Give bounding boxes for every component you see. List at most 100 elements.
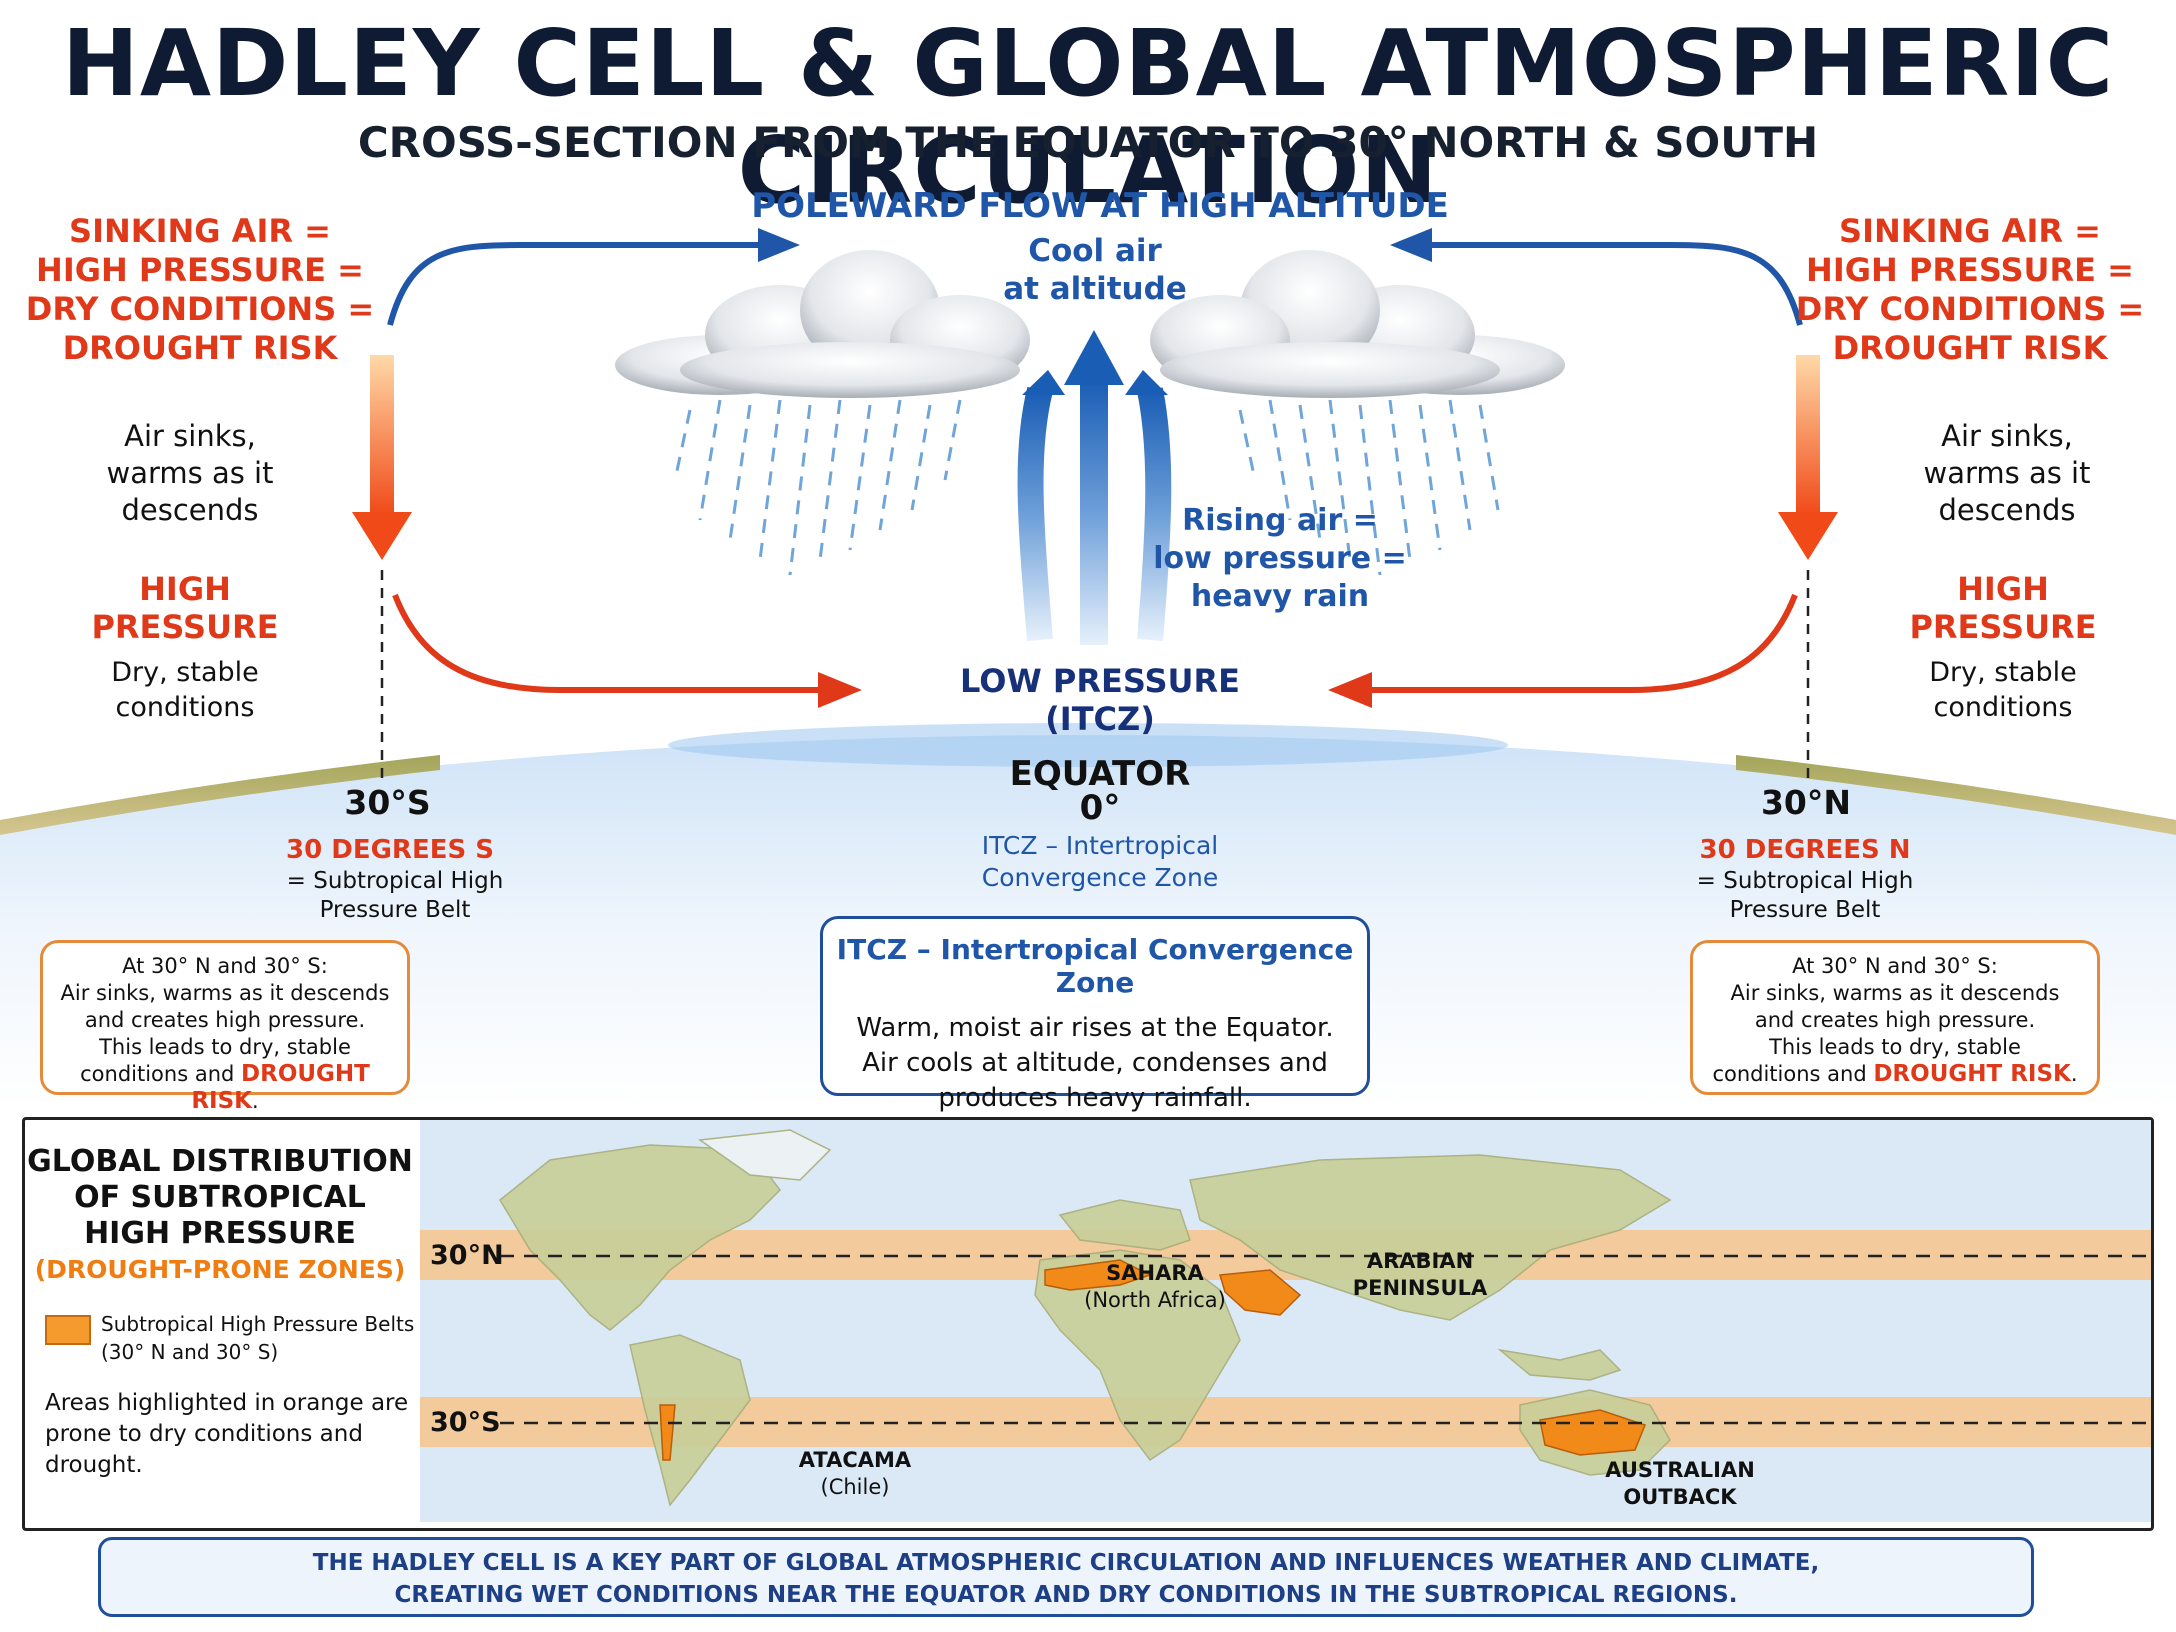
left-dry-line2: conditions <box>115 692 255 723</box>
right-box-line3: and creates high pressure. <box>1754 1008 2036 1032</box>
right-dry-line1: Dry, stable <box>1929 657 2077 688</box>
low-pressure-label: LOW PRESSURE (ITCZ) <box>900 662 1300 738</box>
left-box-line3: and creates high pressure. <box>84 1008 366 1032</box>
right-high-pressure-label: HIGH PRESSURE <box>1878 570 2128 646</box>
arabia-line2: PENINSULA <box>1352 1276 1488 1300</box>
equator-text: EQUATOR <box>1009 754 1191 794</box>
left-box-line5: conditions and DROUGHT RISK. <box>43 1061 407 1115</box>
left-box-line5-text: conditions and <box>80 1062 242 1086</box>
rain-icon <box>673 399 962 576</box>
sahara-name: SAHARA <box>1106 1261 1204 1285</box>
atacama-zone <box>659 1404 676 1461</box>
right-sinks-desc: Air sinks, warms as it descends <box>1887 418 2127 529</box>
right-hp-line2: PRESSURE <box>1909 608 2097 646</box>
land-right <box>1736 755 2176 835</box>
cloud-icon <box>1150 250 1565 398</box>
right-desc-line2: warms as it <box>1923 456 2091 490</box>
left-desc-line2: warms as it <box>106 456 274 490</box>
rising-line2: low pressure = <box>1153 541 1407 576</box>
map-heading-line1: GLOBAL DISTRIBUTION <box>27 1144 413 1179</box>
map-note-line2: prone to dry conditions and <box>45 1421 363 1447</box>
left-sinking-air-label: SINKING AIR = HIGH PRESSURE = DRY CONDIT… <box>20 212 380 368</box>
equator-itcz-label: ITCZ – Intertropical Convergence Zone <box>900 830 1300 894</box>
right-desc-line3: descends <box>1938 493 2076 527</box>
world-map <box>420 1120 2151 1522</box>
atacama-name: ATACAMA <box>798 1448 912 1472</box>
footer-line2: CREATING WET CONDITIONS NEAR THE EQUATOR… <box>394 1582 1738 1608</box>
left-desc-line1: Air sinks, <box>124 419 256 453</box>
sinking-arrow-left-shaft <box>370 355 394 515</box>
arrow-down-icon <box>352 512 412 560</box>
right-sink-line4: DROUGHT RISK <box>1832 329 2108 367</box>
left-box-line2: Air sinks, warms as it descends <box>60 981 390 1005</box>
rising-air-label: Rising air = low pressure = heavy rain <box>1150 502 1410 616</box>
legend-label: Subtropical High Pressure Belts (30° N a… <box>101 1310 431 1366</box>
australia-label: AUSTRALIAN OUTBACK <box>1585 1457 1775 1511</box>
sahara-sub: (North Africa) <box>1084 1288 1226 1312</box>
arrow-right-icon <box>818 672 862 708</box>
cloud-icon <box>615 250 1030 398</box>
low-pressure-line2: (ITCZ) <box>1045 700 1155 738</box>
arrow-down-icon <box>1778 512 1838 560</box>
right-degrees-label: 30 DEGREES N <box>1699 835 1911 865</box>
legend-line2: (30° N and 30° S) <box>101 1340 279 1364</box>
rising-line1: Rising air = <box>1182 503 1378 538</box>
right-box-drought-risk: DROUGHT RISK <box>1873 1061 2071 1087</box>
equator-itcz-line2: Convergence Zone <box>981 863 1219 892</box>
atacama-sub: (Chile) <box>820 1475 890 1499</box>
right-box-line4: This leads to dry, stable <box>1769 1035 2021 1059</box>
left-degrees-label: 30 DEGREES S <box>286 835 494 865</box>
left-box-drought-risk: DROUGHT RISK <box>191 1061 370 1114</box>
left-info-box: At 30° N and 30° S: Air sinks, warms as … <box>40 940 410 1114</box>
legend-swatch <box>45 1315 91 1345</box>
right-belt-line1: = Subtropical High <box>1696 868 1914 894</box>
sahara-label: SAHARA (North Africa) <box>1065 1260 1245 1314</box>
rising-arrow-center <box>1080 380 1108 645</box>
map-heading-line3: HIGH PRESSURE <box>84 1216 356 1251</box>
rising-line3: heavy rain <box>1190 579 1370 614</box>
arrow-left-icon <box>1390 228 1432 262</box>
itcz-glow <box>668 723 1508 767</box>
poleward-arrow-left <box>387 242 760 326</box>
low-pressure-line1: LOW PRESSURE <box>960 662 1240 700</box>
left-hp-line2: PRESSURE <box>91 608 279 646</box>
poleward-arrow-right <box>1430 242 1803 326</box>
right-box-line5-end: . <box>2070 1062 2078 1086</box>
land-left <box>0 755 440 835</box>
map-note-line3: drought. <box>45 1452 143 1478</box>
left-hp-line1: HIGH <box>139 570 231 608</box>
map-note-line1: Areas highlighted in orange are <box>45 1390 409 1416</box>
asia <box>1189 1154 1672 1321</box>
left-box-line4: This leads to dry, stable <box>99 1035 351 1059</box>
legend-line1: Subtropical High Pressure Belts <box>101 1312 415 1336</box>
map-heading-line2: OF SUBTROPICAL <box>74 1180 366 1215</box>
australia-line2: OUTBACK <box>1623 1485 1737 1509</box>
hadley-cell-diagram <box>0 228 2176 1110</box>
right-hp-line1: HIGH <box>1957 570 2049 608</box>
page-subtitle: CROSS-SECTION FROM THE EQUATOR TO 30° NO… <box>357 118 1819 167</box>
right-box-line1: At 30° N and 30° S: <box>1792 954 1998 978</box>
left-latitude-label: 30°S <box>344 783 431 822</box>
right-sink-line2: HIGH PRESSURE = <box>1806 251 2134 289</box>
footer-note: THE HADLEY CELL IS A KEY PART OF GLOBAL … <box>98 1537 2034 1617</box>
indonesia <box>1497 1348 1622 1381</box>
arabia-line1: ARABIAN <box>1366 1249 1474 1273</box>
cool-air-line1: Cool air <box>1028 233 1162 269</box>
right-dry-line2: conditions <box>1933 692 2073 723</box>
surface-arrow-left <box>392 593 820 693</box>
map-panel: GLOBAL DISTRIBUTION OF SUBTROPICAL HIGH … <box>22 1117 2154 1531</box>
right-box-line5: conditions and DROUGHT RISK. <box>1693 1061 2097 1088</box>
right-latitude-label: 30°N <box>1760 783 1852 822</box>
left-sinks-desc: Air sinks, warms as it descends <box>70 418 310 529</box>
arrow-up-icon <box>1022 370 1065 395</box>
right-desc-line1: Air sinks, <box>1941 419 2073 453</box>
map-note: Areas highlighted in orange are prone to… <box>45 1388 415 1481</box>
equator-degrees: 0° <box>1079 788 1121 828</box>
australia-line1: AUSTRALIAN <box>1605 1458 1755 1482</box>
arrow-left-icon <box>1328 672 1372 708</box>
left-high-pressure-label: HIGH PRESSURE <box>60 570 310 646</box>
surface-arrow-right <box>1370 593 1798 693</box>
itcz-info-box: ITCZ – Intertropical Convergence Zone Wa… <box>820 916 1370 1113</box>
itcz-box-heading: ITCZ – Intertropical Convergence Zone <box>836 933 1354 999</box>
right-info-box: At 30° N and 30° S: Air sinks, warms as … <box>1690 940 2100 1095</box>
